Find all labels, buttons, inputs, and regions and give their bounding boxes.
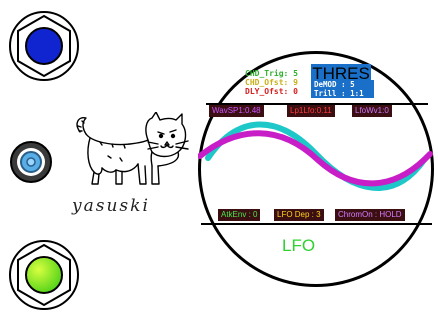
bottom-knob[interactable] (8, 239, 80, 311)
param-wavsp1: WavSP1:0.48 (209, 105, 264, 117)
logo-text: yasuski (72, 196, 150, 216)
param-chromon: ChromOn : HOLD (335, 209, 405, 221)
param-atkenv: AtkEnv : 0 (218, 209, 261, 221)
chd-ofst-status: CHD_Ofst: 9 (245, 78, 298, 87)
display-divider-top (206, 103, 428, 105)
top-knob[interactable] (8, 10, 80, 82)
wave-primary (198, 130, 433, 187)
trill-value: Trill : 1:1 (314, 89, 364, 98)
middle-knob[interactable] (9, 140, 53, 184)
dly-ofst-status: DLY_Ofst: 0 (245, 87, 298, 96)
knob-cap (25, 256, 63, 294)
chd-trig-status: CHD_Trig: 5 (245, 69, 298, 78)
mode-label: LFO (282, 236, 316, 255)
mod-info-box: DeMOD : 5 Trill : 1:1 (311, 80, 374, 98)
demod-value: DeMOD : 5 (314, 80, 355, 89)
wave-secondary (205, 121, 427, 191)
display-divider-bottom (201, 223, 432, 225)
param-lfowv1: LfoWv1:0 (352, 105, 392, 117)
param-lp1lfo: Lp1Lfo:0.11 (287, 105, 335, 117)
knob-cap (25, 27, 63, 65)
lfo-waveform (198, 121, 433, 191)
cat-illustration (76, 112, 189, 185)
thres-label: THRES (311, 64, 371, 84)
param-lfo-dep: LFO Dep : 3 (274, 209, 324, 221)
